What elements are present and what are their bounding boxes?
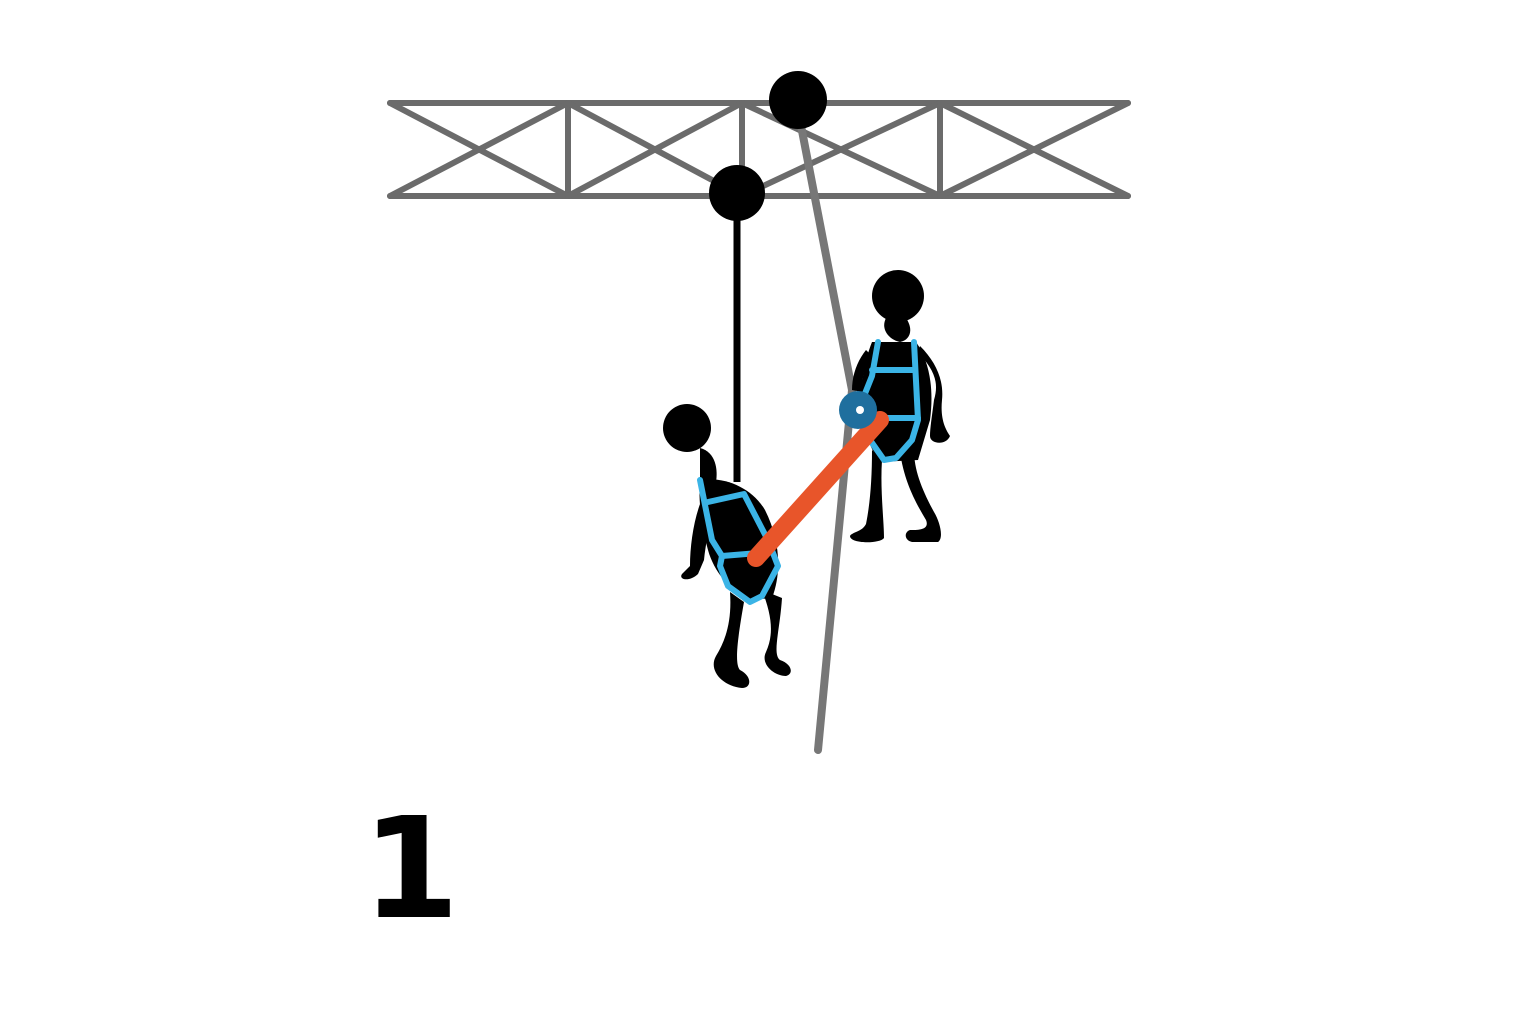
truss-beam: [387, 100, 1131, 199]
anchor-point-icon: [769, 71, 827, 129]
pulley-icon: [839, 391, 877, 429]
anchor-point-icon: [709, 165, 765, 221]
rescue-pole: [747, 411, 889, 567]
rescue-rope: [794, 106, 856, 754]
step-number: 1: [362, 788, 460, 951]
suspended-person-icon: [663, 404, 791, 688]
